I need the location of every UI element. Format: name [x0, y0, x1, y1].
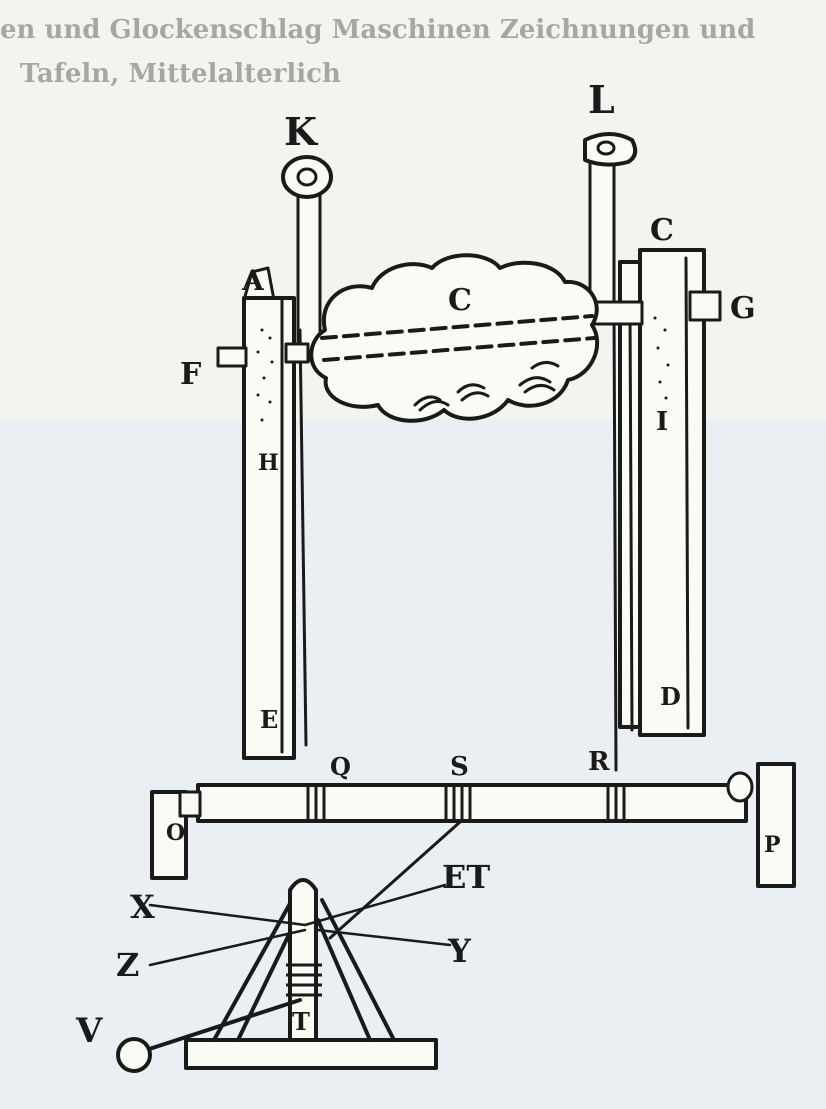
label-e: E: [260, 705, 278, 734]
label-g: G: [730, 291, 756, 326]
beam-end-cap: [726, 771, 754, 803]
label-x: X: [130, 888, 155, 926]
label-h: H: [258, 450, 279, 476]
hatch-q: [306, 785, 326, 820]
label-v: V: [75, 1011, 103, 1051]
crank-arm: [138, 998, 302, 1054]
peg-f: [216, 346, 248, 368]
label-z: Z: [116, 946, 139, 984]
label-d: D: [660, 682, 681, 711]
right-rod: [588, 150, 616, 312]
rope-s: [328, 820, 462, 940]
left-column-stipple: [256, 328, 274, 422]
right-rod-extension: [612, 308, 618, 772]
beam: [196, 783, 748, 823]
left-column-body: [242, 296, 296, 760]
label-p: P: [764, 832, 781, 858]
windlass-base: [184, 1038, 438, 1070]
ray-x: [148, 903, 307, 927]
axle-dash-top: [320, 314, 594, 340]
hatch-r: [606, 785, 626, 820]
right-column-chain: [628, 308, 634, 732]
ray-et: [303, 883, 447, 927]
labels: K L C A G F H I C E D Q S R O P ET X Y Z…: [75, 77, 781, 1051]
hatch-s: [444, 785, 472, 820]
left-column: [216, 266, 310, 760]
label-a: A: [241, 264, 265, 297]
label-l: L: [588, 77, 615, 122]
right-rod-l: [583, 132, 638, 312]
label-q: Q: [330, 752, 351, 781]
right-column-body: [638, 248, 706, 737]
label-cloud: C: [448, 283, 472, 318]
windlass-drum: [286, 963, 322, 997]
peg-g: [688, 290, 722, 322]
leg-left-inner: [236, 918, 298, 1042]
label-r: R: [588, 747, 610, 777]
label-s: S: [450, 752, 469, 782]
header-line-2: Tafeln, Mittelalterlich: [20, 59, 341, 89]
lower-beam: [150, 762, 796, 888]
windlass: [116, 878, 452, 1073]
ray-z: [148, 928, 307, 967]
label-k: K: [284, 109, 319, 154]
header-text: en und Glockenschlag Maschinen Zeichnung…: [0, 15, 755, 89]
label-t: T: [292, 1007, 310, 1036]
peg-left-inner: [284, 342, 310, 364]
label-c: C: [650, 213, 674, 248]
cloud-swirls: [413, 361, 560, 412]
ring-k-hole: [296, 167, 318, 187]
ring-l-hole: [596, 140, 616, 156]
left-rod-k: [281, 155, 333, 362]
ray-y: [316, 928, 452, 947]
crank-handle: [116, 1037, 152, 1073]
leg-right-outer: [320, 898, 396, 1042]
post-p: [756, 762, 796, 888]
right-column: [588, 248, 722, 772]
label-o: O: [166, 820, 185, 846]
header-line-1: en und Glockenschlag Maschinen Zeichnung…: [0, 15, 755, 45]
left-column-chain: [298, 328, 308, 747]
axle-dash-bottom: [322, 336, 596, 362]
label-f: F: [180, 357, 201, 392]
leg-right-inner: [316, 918, 372, 1042]
right-column-stipple: [653, 316, 670, 400]
label-i: I: [656, 407, 668, 437]
cloud: [309, 253, 600, 423]
right-column-line: [684, 256, 690, 730]
label-et: ET: [442, 858, 490, 896]
post-o-cap: [178, 790, 202, 818]
label-y: Y: [447, 932, 472, 970]
leg-left-outer: [212, 898, 294, 1042]
